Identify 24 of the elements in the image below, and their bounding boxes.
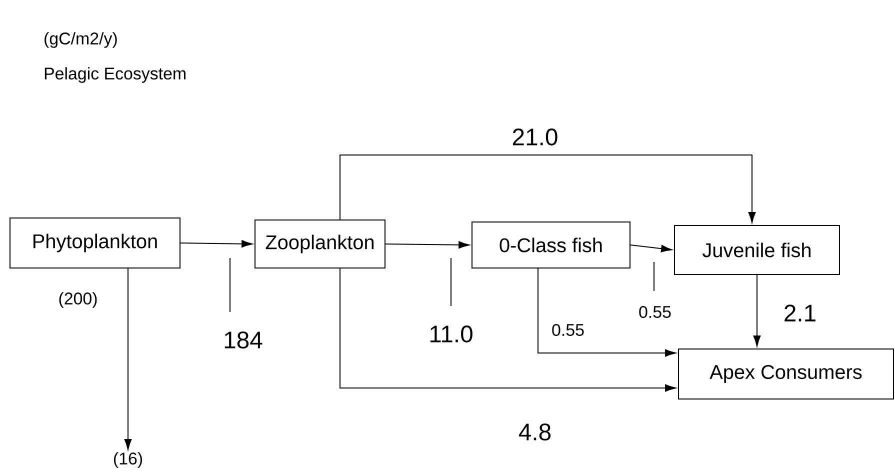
arrow <box>340 268 676 392</box>
flow-value: (16) <box>114 452 142 468</box>
arrow <box>385 241 470 249</box>
process-box: Apex Consumers <box>678 348 894 400</box>
arrow <box>753 274 761 347</box>
edge-label: 184 <box>222 330 264 350</box>
edge-label: 11.0 <box>428 324 474 344</box>
value-label: (200) <box>59 292 97 308</box>
process-box: Zooplankton <box>254 220 386 268</box>
process-box: 0-Class fish <box>472 222 630 268</box>
edge-label: 0.55 <box>638 305 672 319</box>
process-box: Juvenile fish <box>674 225 840 275</box>
arrow <box>180 240 253 248</box>
edge-label: 4.8 <box>517 422 553 442</box>
arrow <box>538 268 676 357</box>
edge-label: 21.0 <box>510 128 560 146</box>
process-box: Phytoplankton <box>10 218 180 268</box>
arrow <box>630 244 672 252</box>
arrow <box>124 268 132 450</box>
arrow <box>340 154 756 224</box>
title: Pelagic Ecosystem <box>44 67 186 83</box>
edge-label: 0.55 <box>550 323 586 337</box>
unit-label: (gC/m2/y) <box>44 32 117 48</box>
edge-label: 2.1 <box>782 304 818 322</box>
